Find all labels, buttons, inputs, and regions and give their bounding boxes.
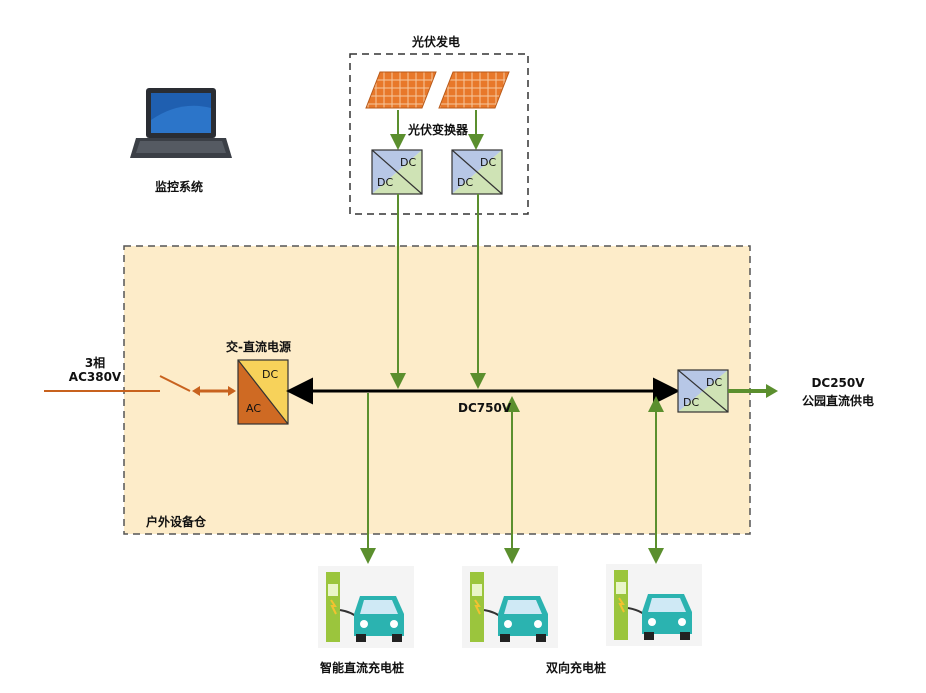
bus-label: DC750V [458, 401, 512, 415]
pv-converter-1 [371, 149, 423, 195]
pv-converter-1-top: DC [400, 156, 417, 169]
charging-pile-icon [606, 564, 702, 646]
solar-panel-icon [438, 71, 510, 109]
monitor-label: 监控系统 [155, 180, 204, 194]
bidir-charger-label: 双向充电桩 [546, 661, 607, 675]
pv-converter-2-top: DC [480, 156, 497, 169]
charging-pile-icon [462, 566, 558, 648]
pv-converter-label: 光伏变换器 [408, 123, 469, 137]
acdc-label: 交-直流电源 [226, 340, 291, 354]
output-dcdc-converter [677, 369, 729, 413]
charging-pile-icon [318, 566, 414, 648]
output-line1: DC250V [811, 376, 865, 390]
cabinet-label: 户外设备仓 [146, 515, 207, 529]
ac-input-line2: AC380V [68, 370, 122, 384]
ac-switch [159, 375, 191, 392]
output-converter-top: DC [706, 376, 723, 389]
smart-charger-label: 智能直流充电桩 [320, 661, 405, 675]
laptop-icon [130, 88, 232, 158]
pv-title: 光伏发电 [412, 35, 461, 49]
pv-converter-1-bottom: DC [377, 176, 394, 189]
solar-panel-icon [365, 71, 437, 109]
ac-input-line1: 3相 [84, 356, 106, 370]
output-converter-bottom: DC [683, 396, 700, 409]
output-line2: 公园直流供电 [801, 394, 874, 408]
acdc-top-text: DC [262, 368, 279, 381]
pv-converter-2-bottom: DC [457, 176, 474, 189]
acdc-bottom-text: AC [246, 402, 262, 415]
acdc-converter [237, 359, 289, 425]
